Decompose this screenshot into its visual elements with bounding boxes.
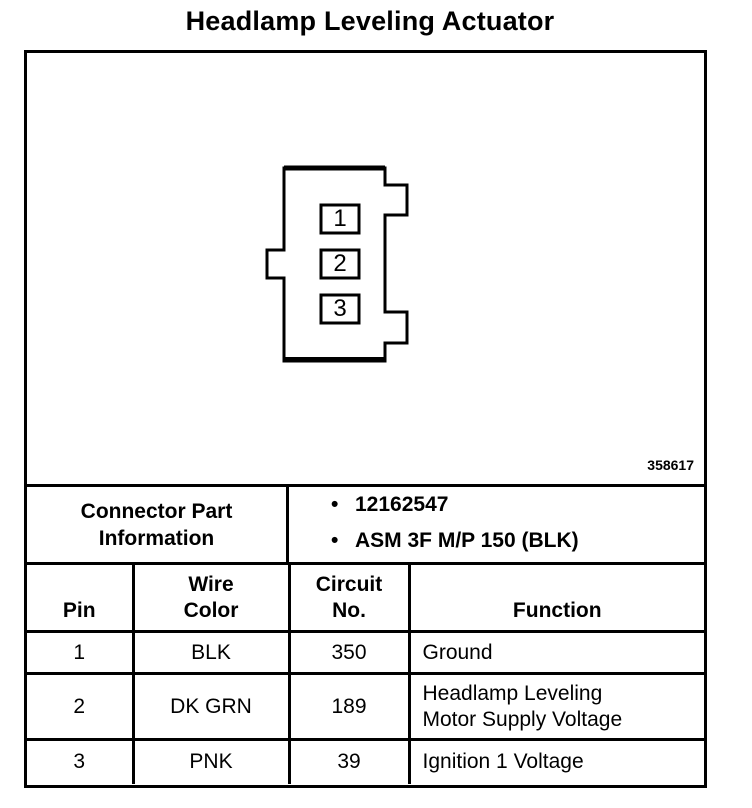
pin-table-header: Pin Wire Color Circuit No. Function: [27, 562, 704, 633]
connector-housing-outline: [265, 166, 409, 363]
cell-function: Headlamp Leveling Motor Supply Voltage: [407, 672, 704, 741]
pin-number-1: 1: [333, 205, 347, 232]
header-function: Function: [407, 562, 704, 633]
pin-cavity-3: [319, 293, 361, 325]
bullet-icon: •: [331, 529, 339, 552]
part-number: 12162547: [355, 493, 449, 516]
pin-cavity-2: [319, 248, 361, 280]
info-label-line2: Information: [98, 526, 215, 550]
table-row: 3 PNK 39 Ignition 1 Voltage: [27, 738, 704, 784]
cell-pin: 2: [27, 672, 135, 741]
cell-pin: 3: [27, 738, 135, 784]
cell-circuit: 189: [287, 672, 411, 741]
table-row: 2 DK GRN 189 Headlamp Leveling Motor Sup…: [27, 672, 704, 741]
header-wire-color: Wire Color: [131, 562, 291, 633]
cell-wire-color: BLK: [131, 630, 291, 675]
pin-number-3: 3: [333, 295, 347, 322]
connector-assembly: ASM 3F M/P 150 (BLK): [355, 529, 579, 552]
connector-part-info-row: Connector Part Information • 12162547 • AS…: [27, 484, 704, 562]
bullet-icon: •: [331, 493, 339, 516]
info-label-line1: Connector Part: [80, 499, 233, 523]
header-circuit-no: Circuit No.: [287, 562, 411, 633]
cell-circuit: 350: [287, 630, 411, 675]
connector-diagram-area: 1 2 3 358617: [27, 53, 704, 484]
cell-function: Ground: [407, 630, 704, 675]
cell-wire-color: PNK: [131, 738, 291, 784]
connector-part-info-list: • 12162547 • ASM 3F M/P 150 (BLK): [289, 487, 704, 562]
diagram-frame: 1 2 3 358617 Connector Part Information …: [24, 50, 707, 788]
connector-assembly-item: • ASM 3F M/P 150 (BLK): [331, 529, 579, 553]
pin-table: Pin Wire Color Circuit No. Function 1 BL…: [27, 562, 704, 784]
connector-face-illustration: [265, 165, 409, 363]
connector-part-info-label: Connector Part Information: [27, 487, 289, 562]
pin-cavity-1: [319, 203, 361, 235]
cell-circuit: 39: [287, 738, 411, 784]
cell-wire-color: DK GRN: [131, 672, 291, 741]
part-number-item: • 12162547: [331, 493, 448, 517]
pin-number-2: 2: [333, 250, 347, 277]
header-pin: Pin: [27, 562, 135, 633]
cell-pin: 1: [27, 630, 135, 675]
figure-number: 358617: [647, 457, 694, 473]
diagram-title: Headlamp Leveling Actuator: [185, 6, 555, 36]
cell-function: Ignition 1 Voltage: [407, 738, 704, 784]
table-row: 1 BLK 350 Ground: [27, 630, 704, 675]
